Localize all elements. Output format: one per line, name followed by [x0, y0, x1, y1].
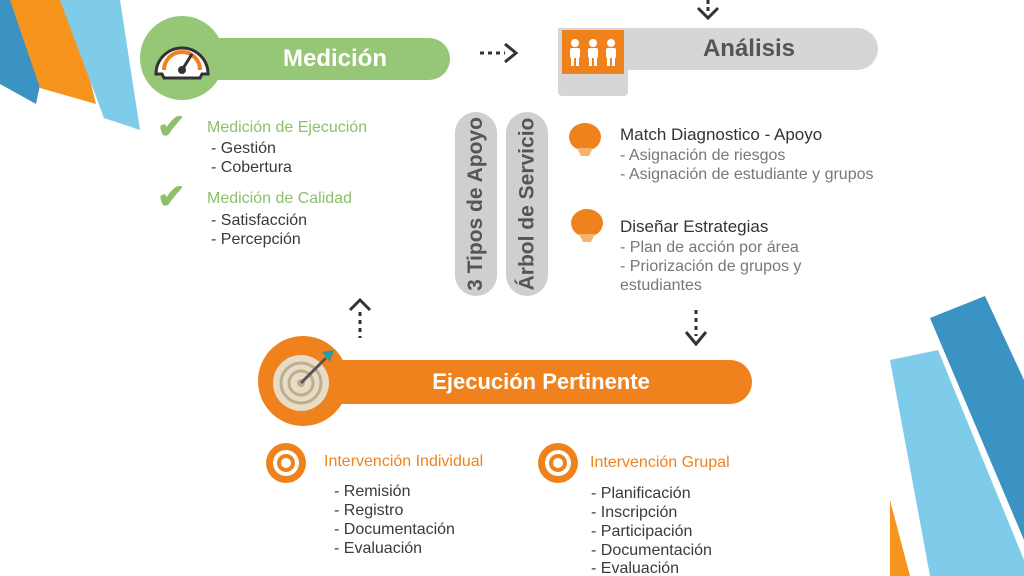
ejecucion-item: - Participación — [591, 523, 693, 540]
ejecucion-item: - Registro — [334, 502, 404, 519]
target-badge — [258, 336, 348, 426]
medicion-item: - Gestión — [211, 140, 276, 157]
ejecucion-item: - Documentación — [334, 521, 455, 538]
medicion-item: - Percepción — [211, 231, 301, 248]
ejecucion-item: - Evaluación — [591, 560, 680, 576]
ejecucion-item: - Documentación — [591, 542, 712, 559]
analisis-item: - Priorización de grupos y — [620, 258, 802, 275]
vertical-label-arbol-servicio: Árbol de Servicio — [506, 112, 548, 296]
medicion-group-title: Medición de Ejecución — [207, 119, 368, 136]
ejecucion-item: - Remisión — [334, 483, 411, 500]
target-bullet-icon — [266, 443, 306, 483]
analisis-item: estudiantes — [620, 277, 702, 294]
ejecucion-group-title: Intervención Individual — [324, 453, 484, 470]
ejecucion-item: - Evaluación — [334, 540, 423, 557]
analisis-group-title: Diseñar Estrategias — [620, 217, 769, 236]
ejecucion-header: Ejecución Pertinente — [290, 360, 752, 404]
analisis-title: Análisis — [702, 35, 796, 62]
vertical-label-tipos-apoyo: 3 Tipos de Apoyo — [455, 112, 497, 296]
people-icon — [562, 30, 624, 74]
target-icon — [273, 350, 334, 411]
check-icon: ✔ — [157, 108, 186, 146]
medicion-group-title: Medición de Calidad — [207, 190, 352, 207]
lightbulb-icon — [569, 123, 601, 156]
analisis-group-title: Match Diagnostico - Apoyo — [620, 125, 823, 144]
gauge-icon — [154, 46, 210, 80]
gauge-badge — [140, 16, 224, 100]
lightbulb-icon — [571, 209, 603, 242]
target-bullet-icon — [538, 443, 578, 483]
medicion-title: Medición — [282, 45, 387, 72]
ejecucion-item: - Planificación — [591, 485, 691, 502]
medicion-item: - Cobertura — [211, 159, 292, 176]
analisis-item: - Plan de acción por área — [620, 239, 799, 256]
ejecucion-item: - Inscripción — [591, 504, 678, 521]
ejecucion-group-title: Intervención Grupal — [590, 454, 730, 471]
analisis-item: - Asignación de riesgos — [620, 147, 786, 164]
analisis-header: Análisis — [600, 28, 878, 70]
check-icon: ✔ — [157, 178, 186, 216]
analisis-item: - Asignación de estudiante y grupos — [620, 166, 874, 183]
medicion-item: - Satisfacción — [211, 212, 308, 229]
ejecucion-title: Ejecución Pertinente — [432, 369, 650, 394]
